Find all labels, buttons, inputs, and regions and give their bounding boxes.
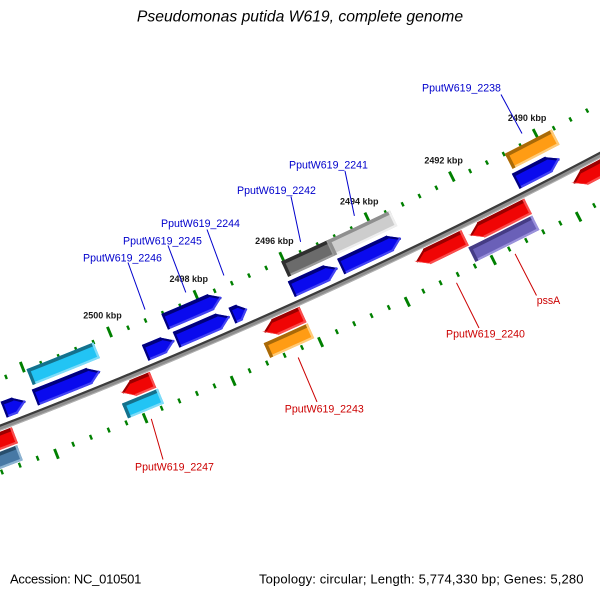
svg-text:PputW619_2246: PputW619_2246 [83, 253, 162, 265]
svg-text:2492 kbp: 2492 kbp [424, 155, 463, 165]
svg-text:2494 kbp: 2494 kbp [340, 196, 379, 206]
svg-text:2496 kbp: 2496 kbp [255, 236, 294, 246]
svg-text:PputW619_2242: PputW619_2242 [237, 185, 316, 197]
svg-text:PputW619_2240: PputW619_2240 [446, 329, 525, 341]
svg-text:2498 kbp: 2498 kbp [170, 274, 209, 284]
svg-text:pssA: pssA [537, 295, 561, 307]
svg-text:PputW619_2247: PputW619_2247 [135, 462, 214, 474]
svg-text:PputW619_2238: PputW619_2238 [422, 83, 501, 95]
svg-text:Topology: circular; Length: 5,: Topology: circular; Length: 5,774,330 bp… [259, 572, 584, 587]
svg-text:PputW619_2245: PputW619_2245 [123, 236, 202, 248]
svg-text:2490 kbp: 2490 kbp [508, 113, 547, 123]
svg-text:Pseudomonas putida W619, compl: Pseudomonas putida W619, complete genome [137, 9, 463, 26]
svg-text:PputW619_2243: PputW619_2243 [285, 404, 364, 416]
svg-text:PputW619_2244: PputW619_2244 [161, 218, 240, 230]
svg-text:Accession: NC_010501: Accession: NC_010501 [10, 572, 141, 587]
svg-text:2500 kbp: 2500 kbp [83, 310, 122, 320]
svg-text:PputW619_2241: PputW619_2241 [289, 160, 368, 172]
